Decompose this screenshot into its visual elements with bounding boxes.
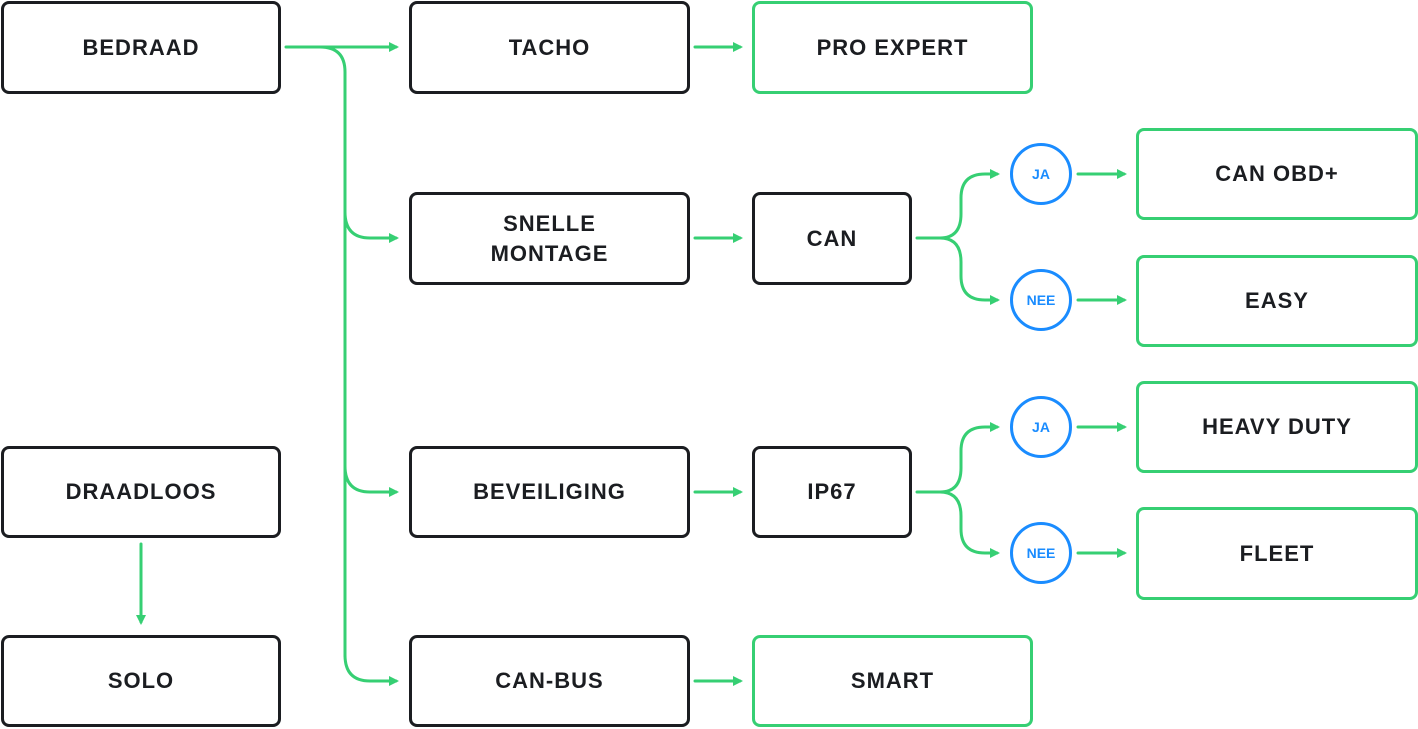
choice-ip67-ja[interactable]: JA	[1010, 396, 1072, 458]
connector-can-nee	[938, 236, 1000, 305]
connector-ip67-ja	[915, 422, 1000, 494]
connector-ip67-nee	[938, 490, 1000, 558]
node-label: EASY	[1245, 288, 1309, 313]
connector-bedraad-can-bus	[343, 653, 399, 686]
node-label: DRAADLOOS	[65, 479, 217, 504]
node-easy[interactable]: EASY	[1136, 255, 1418, 347]
node-label: CAN OBD+	[1215, 161, 1339, 186]
node-pro-expert[interactable]: PRO EXPERT	[752, 1, 1033, 94]
node-label: CAN-BUS	[495, 668, 604, 693]
node-label: TACHO	[508, 34, 591, 60]
node-bedraad[interactable]: BEDRAAD	[1, 1, 281, 94]
node-ip67[interactable]: IP67	[752, 446, 912, 538]
connector-bedraad-snelle-montage	[343, 210, 399, 243]
node-can-bus[interactable]: CAN-BUS	[409, 635, 690, 727]
node-fleet[interactable]: FLEET	[1136, 507, 1418, 600]
node-can-obd-plus[interactable]: CAN OBD+	[1136, 128, 1418, 220]
node-label-line-1: SNELLE	[503, 210, 596, 236]
choice-label: JA	[1032, 166, 1050, 182]
node-solo[interactable]: SOLO	[1, 635, 281, 727]
node-label: BEDRAAD	[82, 34, 200, 60]
choice-can-nee[interactable]: NEE	[1010, 269, 1072, 331]
node-label: CAN	[806, 225, 858, 251]
choice-ip67-nee[interactable]: NEE	[1010, 522, 1072, 584]
choice-label: NEE	[1026, 545, 1056, 561]
node-label: FLEET	[1239, 540, 1315, 566]
node-label: SOLO	[107, 668, 175, 693]
node-label-line-2: MONTAGE	[490, 240, 609, 266]
node-draadloos[interactable]: DRAADLOOS	[1, 446, 281, 538]
connector-trunk	[318, 45, 347, 658]
node-label: IP67	[807, 479, 857, 504]
node-label: HEAVY DUTY	[1202, 414, 1352, 439]
node-heavy-duty[interactable]: HEAVY DUTY	[1136, 381, 1418, 473]
node-label: SMART	[850, 668, 935, 693]
node-beveiliging[interactable]: BEVEILIGING	[409, 446, 690, 538]
connector-can-ja	[915, 169, 1000, 240]
node-can[interactable]: CAN	[752, 192, 912, 285]
choice-label: NEE	[1026, 292, 1056, 308]
node-smart[interactable]: SMART	[752, 635, 1033, 727]
node-tacho[interactable]: TACHO	[409, 1, 690, 94]
node-snelle-montage[interactable]: SNELLE MONTAGE	[409, 192, 690, 285]
choice-label: JA	[1032, 419, 1050, 435]
choice-can-ja[interactable]: JA	[1010, 143, 1072, 205]
node-label: BEVEILIGING	[473, 479, 626, 504]
node-label: PRO EXPERT	[816, 34, 969, 60]
connector-bedraad-beveiliging	[343, 464, 399, 497]
